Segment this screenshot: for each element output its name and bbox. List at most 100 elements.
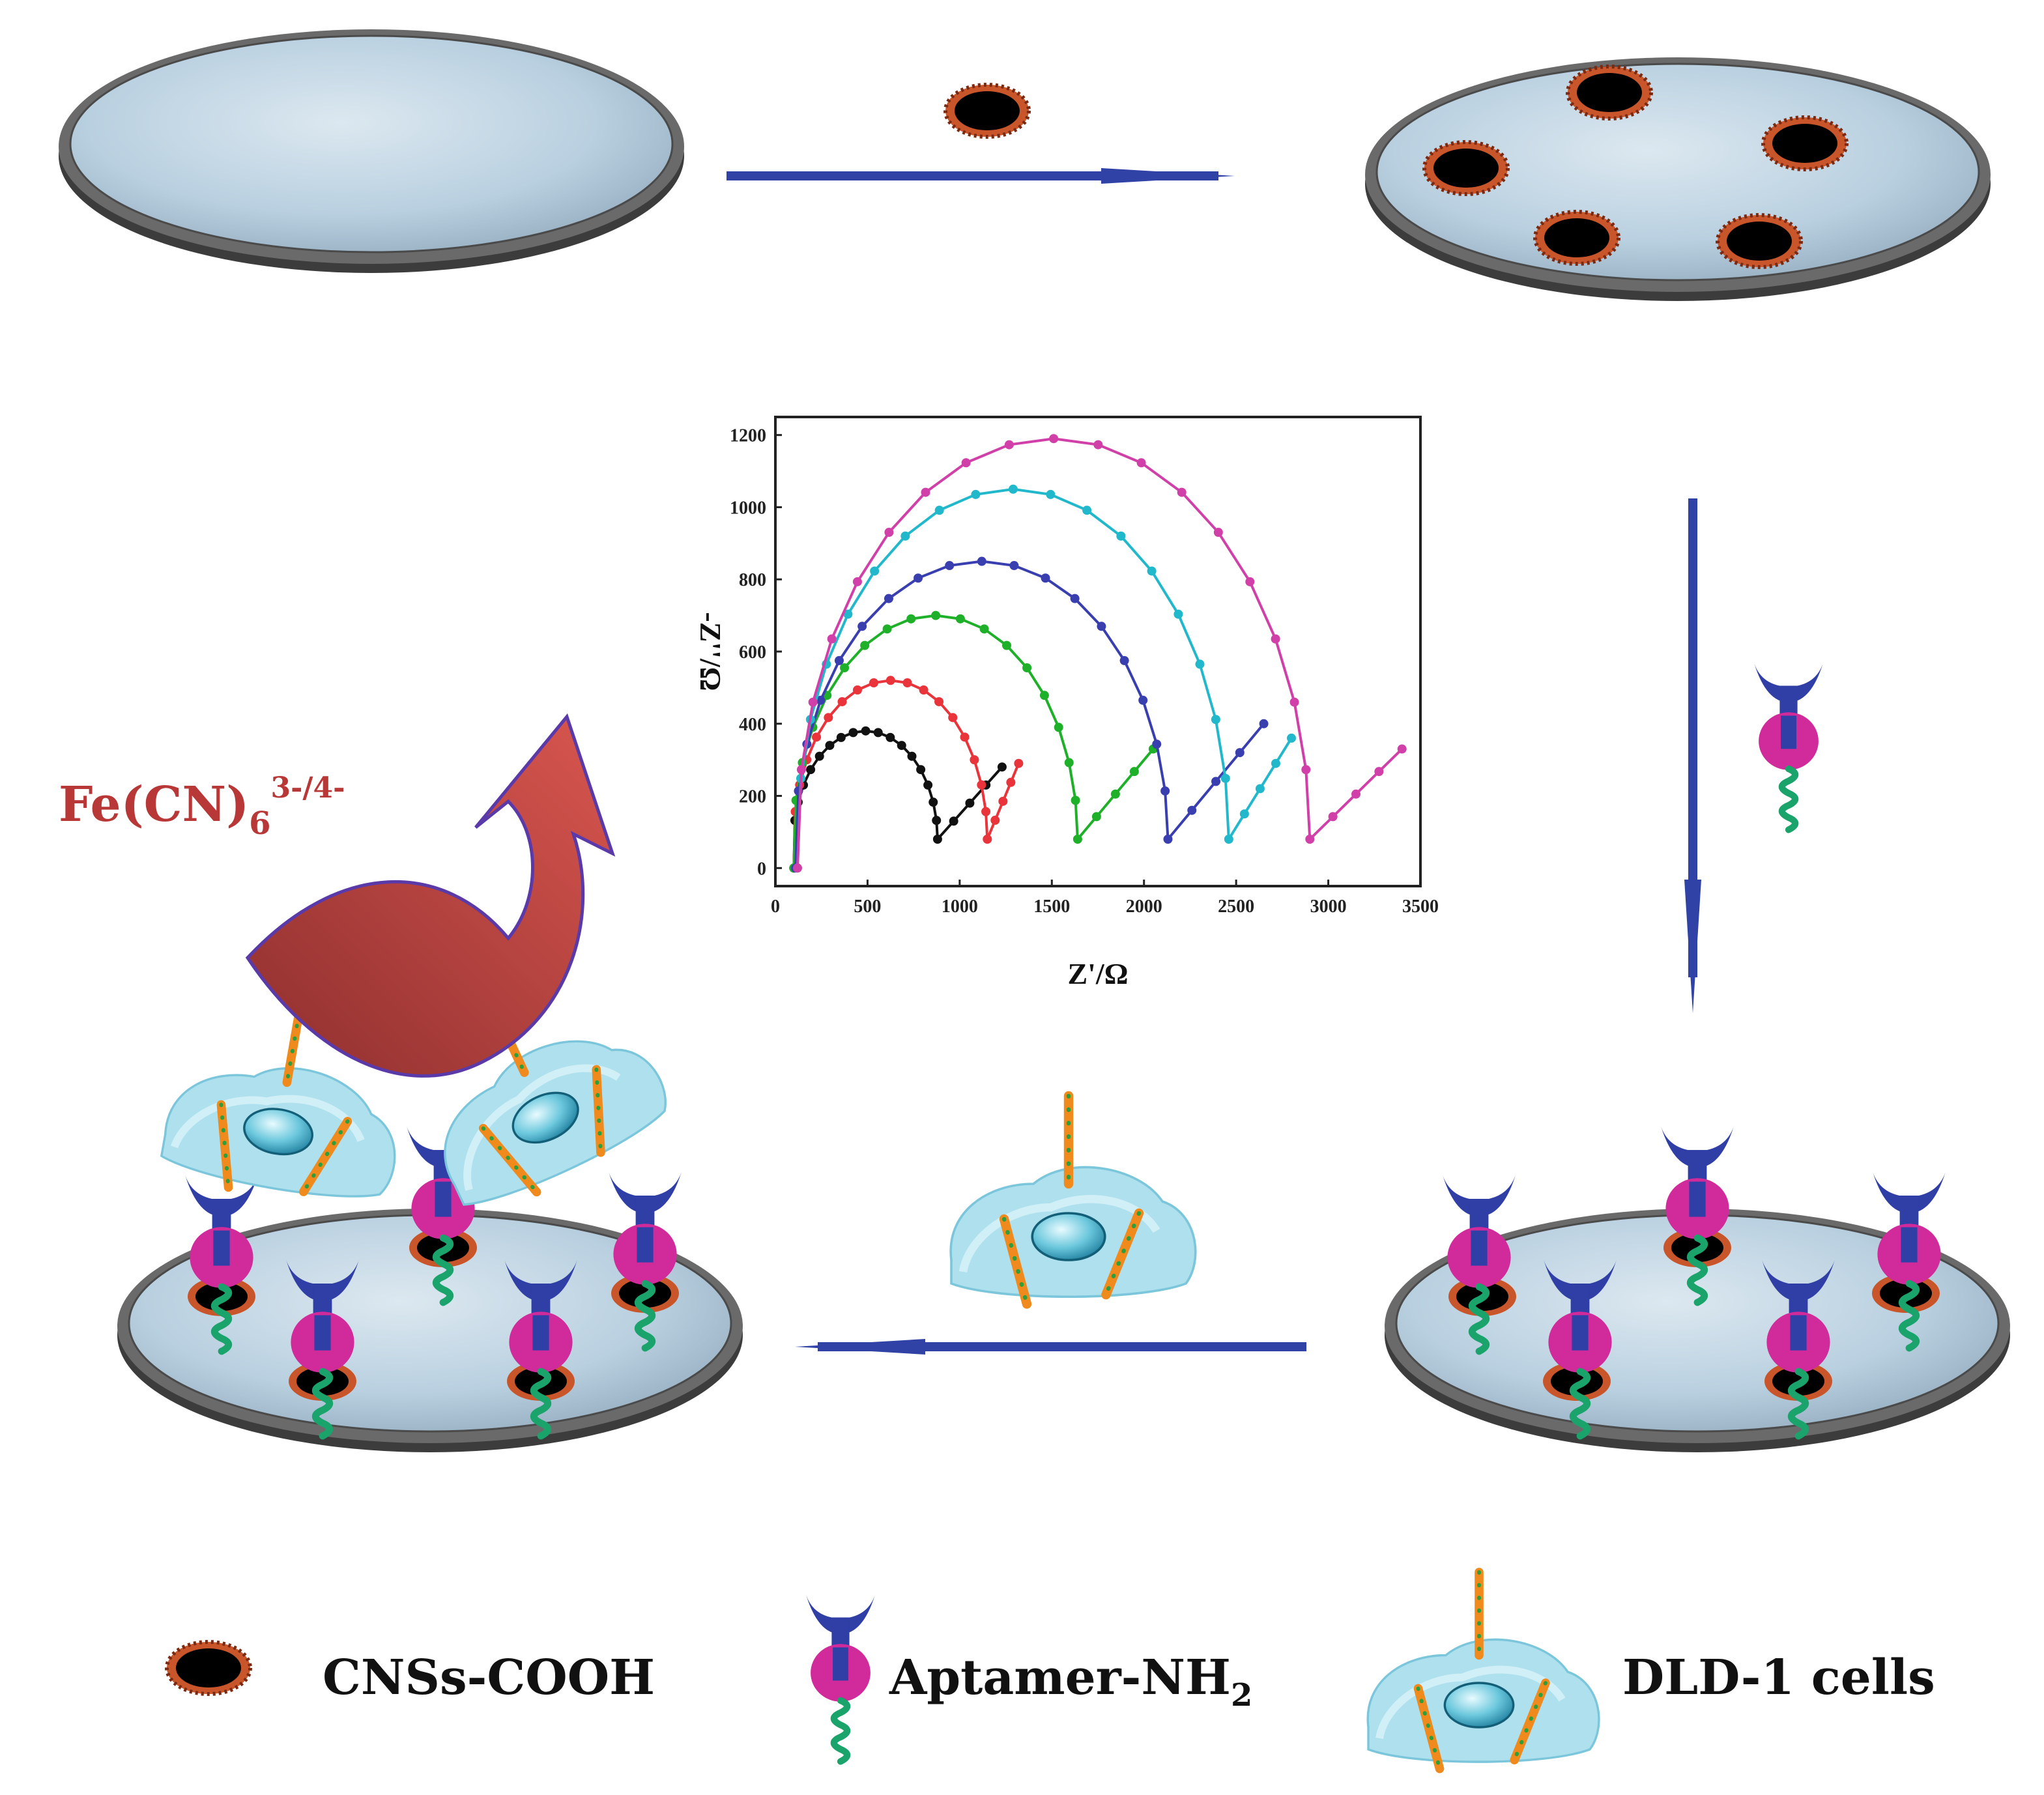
- series-point: [1041, 573, 1050, 583]
- series-point: [792, 863, 802, 873]
- series-point: [928, 797, 938, 807]
- x-tick-label: 0: [771, 897, 780, 917]
- series-point: [979, 624, 989, 634]
- series-point: [1110, 789, 1120, 799]
- series-point: [945, 561, 955, 571]
- series-point: [1160, 786, 1170, 796]
- series-point: [1116, 531, 1126, 541]
- series-point: [1138, 695, 1148, 705]
- series-6: [792, 434, 1407, 873]
- series-point: [1287, 733, 1296, 743]
- series-point: [812, 732, 822, 742]
- series-point: [960, 732, 970, 742]
- series-point: [1211, 777, 1221, 786]
- series-point: [949, 816, 958, 826]
- legend-cns-icon: [167, 1642, 250, 1694]
- series-point: [1119, 655, 1129, 665]
- series-point: [921, 487, 930, 497]
- x-axis-title: Z'/Ω: [1067, 957, 1128, 990]
- legend-aptamer-label: Aptamer-NH2: [889, 1650, 1252, 1714]
- series-point: [884, 594, 893, 603]
- series-point: [977, 780, 986, 790]
- series-point: [1064, 758, 1074, 768]
- legend-cells-label: DLD-1 cells: [1622, 1650, 1935, 1706]
- x-tick-label: 3500: [1402, 897, 1439, 917]
- series-point: [970, 755, 979, 765]
- x-tick-label: 1500: [1033, 897, 1070, 917]
- series-point: [1187, 805, 1197, 815]
- series-point: [997, 762, 1007, 772]
- series-point: [1009, 561, 1019, 571]
- y-tick-label: 0: [757, 859, 766, 879]
- series-point: [1071, 796, 1080, 805]
- y-tick-label: 1000: [730, 498, 766, 518]
- legend: CNSs-COOH Aptamer-NH2 DLD-1 cells: [167, 1572, 1935, 1769]
- series-point: [1328, 812, 1338, 822]
- series-point: [1271, 634, 1280, 644]
- y-axis-title: -Z''/Ω: [694, 612, 727, 691]
- series-point: [1008, 484, 1018, 494]
- aptamer-icon-step: [1754, 664, 1822, 830]
- step-arrow-2: [1684, 498, 1701, 1013]
- series-point: [1014, 758, 1024, 768]
- y-tick-label: 600: [739, 642, 766, 663]
- series-point: [919, 685, 928, 695]
- series-point: [852, 685, 862, 695]
- series-point: [916, 765, 926, 775]
- series-point: [977, 556, 986, 566]
- series-point: [1070, 594, 1080, 603]
- cns-particle-icon: [945, 85, 1029, 137]
- series-point: [1173, 609, 1183, 619]
- series-point: [961, 458, 971, 468]
- series-point: [965, 798, 975, 808]
- series-point: [848, 728, 858, 738]
- x-tick-label: 2000: [1126, 897, 1162, 917]
- series-point: [869, 678, 878, 688]
- electrode-aptamer: [1383, 1127, 2011, 1454]
- series-point: [816, 695, 826, 705]
- series-point: [1259, 719, 1269, 728]
- series-point: [1091, 812, 1101, 822]
- series-point: [914, 573, 923, 583]
- series-point: [981, 807, 991, 816]
- series-point: [852, 577, 862, 586]
- x-tick-label: 3000: [1310, 897, 1347, 917]
- series-point: [843, 609, 853, 619]
- series-point: [998, 796, 1008, 806]
- series-point: [923, 780, 933, 790]
- series-point: [1245, 577, 1255, 586]
- series-point: [1351, 789, 1360, 799]
- series-point: [1004, 440, 1014, 450]
- series-point: [983, 835, 992, 844]
- series-point: [1397, 744, 1407, 754]
- series-point: [1039, 691, 1049, 700]
- series-point: [906, 614, 916, 624]
- series-point: [824, 713, 833, 723]
- series-point: [1213, 528, 1223, 538]
- step-arrow-3: [795, 1339, 1306, 1355]
- y-tick-label: 800: [739, 570, 766, 590]
- series-point: [884, 528, 894, 538]
- series-point: [1255, 784, 1265, 794]
- series-point: [900, 531, 910, 541]
- series-point: [814, 751, 824, 761]
- series-point: [834, 655, 844, 665]
- chart-frame: [774, 416, 1422, 887]
- reagent-label: Fe(CN)63-/4-: [59, 771, 345, 842]
- series-point: [1001, 640, 1011, 650]
- series-point: [840, 663, 850, 672]
- series-point: [1147, 566, 1157, 576]
- series-point: [1374, 767, 1384, 777]
- series-point: [1022, 663, 1032, 672]
- series-point: [861, 726, 871, 736]
- series-point: [1093, 440, 1103, 450]
- series-point: [990, 815, 1000, 825]
- series-point: [1224, 835, 1233, 844]
- series-4: [791, 556, 1269, 873]
- series-point: [1239, 809, 1249, 819]
- series-point: [931, 610, 941, 620]
- series-point: [1097, 622, 1106, 631]
- series-2: [789, 676, 1024, 873]
